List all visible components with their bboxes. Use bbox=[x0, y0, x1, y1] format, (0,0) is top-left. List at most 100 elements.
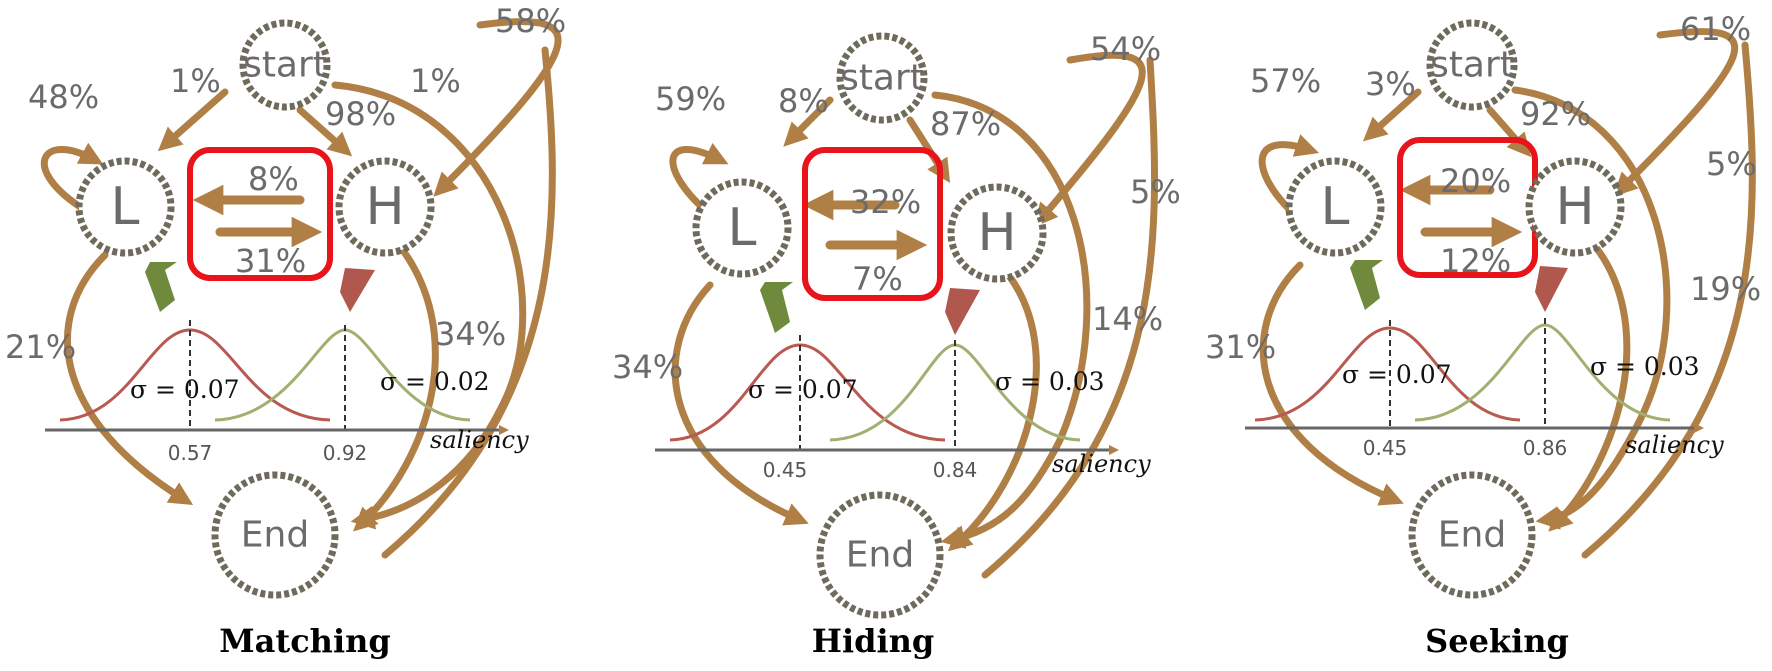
pct-h-self: 61% bbox=[1680, 10, 1751, 48]
panel-title: Seeking bbox=[1425, 622, 1569, 660]
pct-l-to-end: 34% bbox=[612, 348, 683, 386]
panel-seeking: start L H End 57% 3% 92% 5% 61% 20% 12% … bbox=[1205, 10, 1761, 660]
node-high bbox=[335, 157, 435, 257]
node-start bbox=[1426, 19, 1518, 111]
sigma-low: σ = 0.07 bbox=[748, 375, 858, 404]
node-start bbox=[239, 19, 331, 111]
low-saliency-curve bbox=[1254, 326, 1521, 422]
node-end-label: End bbox=[846, 535, 914, 576]
arrow-start-to-end bbox=[931, 91, 1091, 549]
arrow-start-to-l bbox=[1362, 88, 1422, 142]
high-mean-pointer bbox=[340, 268, 375, 312]
low-mean-pointer bbox=[1350, 260, 1383, 310]
axis-label-saliency: saliency bbox=[1625, 431, 1724, 459]
pct-start-to-h: 92% bbox=[1520, 95, 1591, 133]
tick-mean-high: 0.86 bbox=[1523, 436, 1568, 460]
arrow-h-self-tail bbox=[381, 46, 556, 559]
node-high bbox=[947, 183, 1047, 283]
panel-matching: start L H End 48% 1% 1% 98% 58% 8% 31% 2… bbox=[5, 2, 566, 660]
arrow-h-to-end bbox=[353, 236, 439, 532]
arrow-start-to-l bbox=[157, 88, 229, 152]
node-low bbox=[75, 157, 175, 257]
node-low-label: L bbox=[728, 198, 757, 258]
pct-h-to-l: 20% bbox=[1440, 162, 1511, 200]
sigma-low: σ = 0.07 bbox=[1342, 360, 1452, 389]
panel-hiding: start L H End 59% 8% 87% 5% 54% 32% 7% 3… bbox=[612, 30, 1181, 660]
arrow-l-self bbox=[1258, 134, 1320, 214]
node-low-label: L bbox=[1321, 177, 1350, 237]
pct-l-self: 48% bbox=[28, 78, 99, 116]
node-end bbox=[1408, 471, 1536, 599]
node-end-label: End bbox=[1438, 515, 1506, 556]
arrow-start-to-h bbox=[296, 106, 353, 157]
pct-l-to-h: 31% bbox=[235, 242, 306, 280]
arrow-l-self bbox=[40, 142, 104, 214]
pct-h-to-end: 34% bbox=[435, 315, 506, 353]
tick-mean-high: 0.84 bbox=[933, 458, 978, 482]
node-end bbox=[816, 491, 944, 619]
low-mean-pointer bbox=[145, 262, 177, 312]
arrow-start-to-l bbox=[783, 96, 834, 147]
high-mean-pointer bbox=[1535, 266, 1568, 312]
node-low bbox=[1285, 157, 1385, 257]
high-mean-pointer bbox=[945, 288, 980, 335]
pct-start-to-end: 5% bbox=[1706, 145, 1757, 183]
pct-start-to-l: 8% bbox=[778, 82, 829, 120]
arrow-h-to-end bbox=[1548, 236, 1631, 532]
low-mean-pointer bbox=[760, 282, 793, 333]
tick-mean-high: 0.92 bbox=[323, 441, 368, 465]
pct-l-self: 57% bbox=[1250, 62, 1321, 100]
pct-start-to-end: 1% bbox=[410, 62, 461, 100]
tick-mean-low: 0.45 bbox=[1363, 436, 1408, 460]
transition-highlight-box bbox=[187, 147, 333, 281]
pct-l-to-end: 31% bbox=[1205, 328, 1276, 366]
node-high bbox=[1525, 157, 1625, 257]
arrow-l-to-end bbox=[671, 281, 809, 526]
sigma-high: σ = 0.03 bbox=[995, 367, 1105, 396]
node-high-label: H bbox=[365, 177, 404, 237]
node-start-label: start bbox=[1430, 45, 1514, 86]
pct-l-to-end: 21% bbox=[5, 328, 76, 366]
node-low bbox=[692, 178, 792, 278]
axis-label-saliency: saliency bbox=[1052, 450, 1151, 478]
arrow-h-self-tail bbox=[981, 56, 1159, 579]
arrow-h-self bbox=[1033, 51, 1146, 228]
pct-start-to-h: 98% bbox=[325, 95, 396, 133]
pct-start-to-l: 3% bbox=[1365, 65, 1416, 103]
pct-start-to-end: 5% bbox=[1130, 173, 1181, 211]
pct-h-to-l: 8% bbox=[248, 160, 299, 198]
arrow-l-to-end bbox=[1259, 261, 1404, 506]
arrow-h-self-tail bbox=[1581, 41, 1756, 559]
tick-mean-low: 0.45 bbox=[763, 458, 808, 482]
sigma-low: σ = 0.07 bbox=[130, 375, 240, 404]
arrow-start-to-end bbox=[331, 81, 527, 530]
transition-highlight-box bbox=[802, 147, 943, 301]
pct-start-to-l: 1% bbox=[170, 62, 221, 100]
node-low-label: L bbox=[111, 177, 140, 237]
node-start-label: start bbox=[840, 58, 924, 99]
arrow-l-self bbox=[669, 142, 729, 214]
sigma-high: σ = 0.02 bbox=[380, 367, 490, 396]
panel-title: Hiding bbox=[812, 622, 935, 660]
node-high-label: H bbox=[977, 203, 1016, 263]
sigma-high: σ = 0.03 bbox=[1590, 352, 1700, 381]
axis-label-saliency: saliency bbox=[430, 426, 529, 454]
pct-h-to-l: 32% bbox=[850, 183, 921, 221]
arrow-start-to-end bbox=[1511, 86, 1671, 530]
pct-h-self: 58% bbox=[495, 2, 566, 40]
panel-title: Matching bbox=[219, 622, 390, 660]
pct-l-to-h: 12% bbox=[1440, 242, 1511, 280]
pct-h-self: 54% bbox=[1090, 30, 1161, 68]
node-start bbox=[836, 32, 928, 124]
node-end-label: End bbox=[241, 515, 309, 556]
high-saliency-curve bbox=[1414, 323, 1671, 422]
arrow-l-to-end bbox=[63, 251, 194, 505]
node-start-label: start bbox=[243, 45, 327, 86]
pct-start-to-h: 87% bbox=[930, 105, 1001, 143]
pct-l-self: 59% bbox=[655, 80, 726, 118]
pct-h-to-end: 19% bbox=[1690, 270, 1761, 308]
node-end bbox=[211, 471, 339, 599]
arrow-h-self bbox=[433, 18, 562, 197]
node-high-label: H bbox=[1555, 177, 1594, 237]
